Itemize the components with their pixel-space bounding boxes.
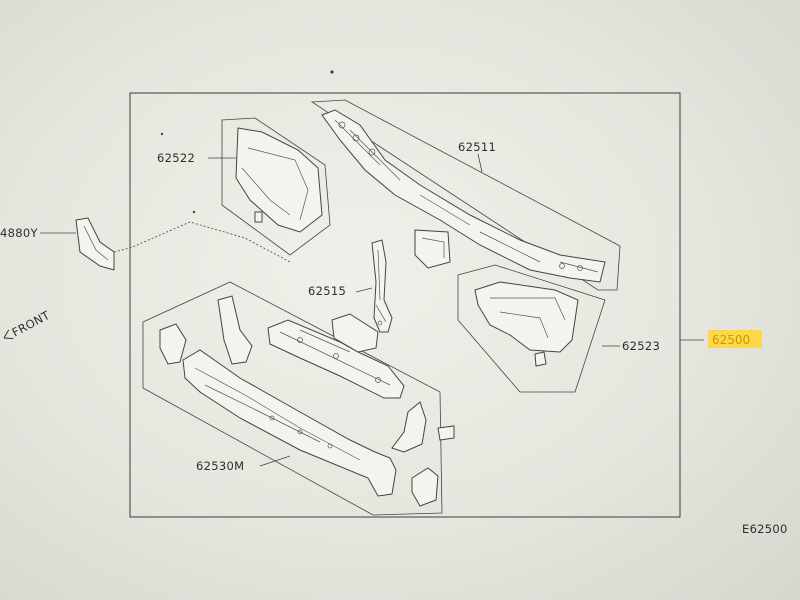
label-62500-highlight	[708, 330, 762, 348]
front-label: FRONT	[10, 308, 53, 340]
front-arrow: FRONT	[3, 308, 53, 340]
group-62523	[457, 264, 606, 393]
label-62500[interactable]: 62500	[712, 333, 750, 347]
group-62511	[310, 99, 621, 291]
label-4880y: 4880Y	[0, 226, 38, 240]
group-62530m	[142, 281, 455, 516]
diagram-code: E62500	[742, 522, 788, 536]
assembly-frame	[129, 92, 681, 518]
label-62523: 62523	[622, 339, 660, 353]
group-62522	[221, 117, 331, 256]
front-arrow-icon	[3, 329, 14, 340]
group-62515	[371, 239, 393, 333]
label-62511: 62511	[458, 140, 496, 154]
label-62530m: 62530M	[196, 459, 244, 473]
label-62522: 62522	[157, 151, 195, 165]
label-62515: 62515	[308, 284, 346, 298]
bracket-4880y	[40, 217, 291, 271]
